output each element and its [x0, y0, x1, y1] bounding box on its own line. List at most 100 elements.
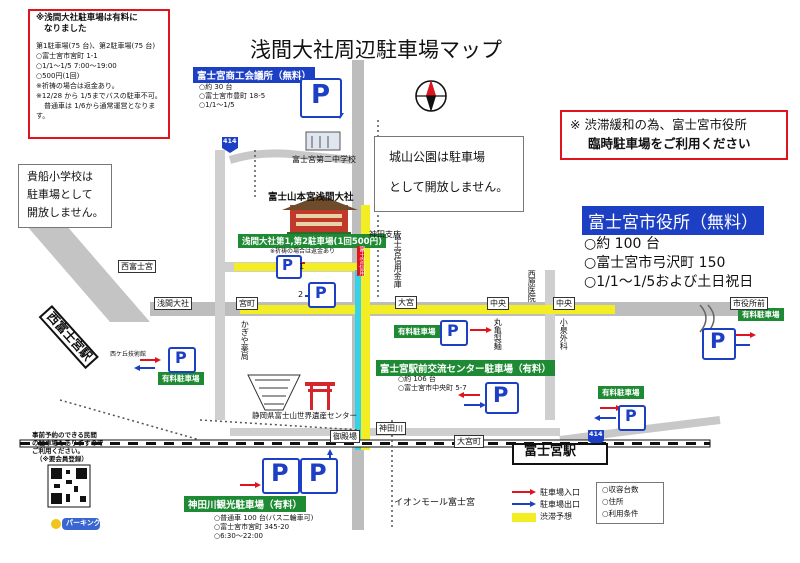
reservation-line: ご利用ください。 — [32, 447, 84, 455]
kifune-note-box: 貴船小学校は 駐車場として 開放しません。 — [18, 164, 112, 228]
parking-icon: P — [276, 255, 302, 279]
yaki-label: 小泉外科 — [559, 318, 569, 350]
station-center-line: ○約 106 台 — [398, 375, 436, 383]
taisha-lot-label: 浅間大社第1,第2駐車場(1回500円) — [238, 234, 386, 248]
shoko-line: ○約 30 台 — [199, 83, 233, 91]
kifune-line-1: 貴船小学校は — [27, 170, 93, 183]
reservation-line: の駐車場もありますので — [32, 439, 104, 447]
kandagawa-label: 神田川観光駐車場（有料） — [184, 496, 307, 512]
jam-horizontal — [240, 305, 615, 314]
east-road — [545, 270, 555, 420]
kandagawa-line: ○富士宮市宮町 345-20 — [214, 523, 290, 531]
legend-info-line: ○利用条件 — [602, 509, 639, 518]
pharmacy-label: かぎや薬局 — [240, 320, 250, 360]
taisha-notice-box: ※浅間大社駐車場は有料に なりました 第1駐車場(75 台)、第2駐車場(75 … — [28, 9, 170, 139]
intersection-tag: 西富士宮 — [118, 260, 156, 273]
notice-line: ○1/1～1/5 7:00～19:00 — [36, 62, 117, 70]
city-hall-line: ○約 100 台 — [584, 236, 660, 252]
castle-note-box: 城山公園は駐車場 として開放しません。 — [374, 136, 524, 212]
congestion-notice-box: ※ 渋滞緩和の為、富士宮市役所 臨時駐車場をご利用ください — [560, 110, 788, 160]
legend-entrance-icon — [512, 489, 536, 495]
castle-note-line-1: 城山公園は駐車場 — [389, 150, 486, 164]
route-shield-icon — [222, 137, 604, 446]
notice-line: ※祈祷の場合は返金あり。 — [36, 82, 119, 90]
heritage-label: 静岡県富士山世界遺産センター — [252, 411, 357, 420]
kifune-line-2: 駐車場として — [27, 188, 93, 201]
east-road-edge — [699, 304, 707, 333]
legend-info-line: ○収容台数 — [602, 485, 639, 494]
kandagawa-line: ○6:30～22:00 — [214, 532, 263, 540]
parking-icon: P — [440, 320, 468, 346]
kandagawa-line: ○普通車 100 台(バス二輪車可) — [214, 514, 314, 522]
kifune-line-3: 開放しません。 — [27, 206, 104, 219]
parking-icon: P — [308, 282, 336, 308]
legend-jam-icon — [512, 513, 536, 522]
qr-code-icon — [47, 464, 91, 508]
notice-heading-2: なりました — [44, 24, 87, 34]
parking-icon: P — [702, 328, 736, 360]
congestion-line-1: ※ 渋滞緩和の為、富士宮市役所 — [570, 117, 747, 132]
station-center-line: ○富士宮市中央町 5-7 — [398, 384, 467, 392]
station-label: 富士宮駅 — [524, 444, 577, 459]
shop-label: 丸亀製麺 — [493, 318, 503, 350]
reservation-brand[interactable]: パーキング — [66, 519, 101, 527]
city-hall-line: ○1/1～1/5および土日祝日 — [584, 274, 754, 290]
intersection-tag: 大宮町 — [454, 435, 484, 448]
notice-line: ○富士宮市宮町 1-1 — [36, 52, 98, 60]
hospital-label: 西原医院 — [527, 270, 537, 302]
heritage-center-icon — [247, 374, 301, 411]
paid-lot-label: 有料駐車場 — [598, 386, 644, 399]
reservation-line: （※要会員登録） — [36, 455, 88, 463]
lot-arrows-2 — [134, 357, 161, 371]
jam-vertical — [361, 205, 370, 450]
legend-jam-label: 渋滞予想 — [540, 512, 572, 521]
track-north — [199, 419, 361, 431]
paid-lot-label: 有料駐車場 — [394, 325, 440, 338]
bank-label: 富士宮信用金庫 — [393, 232, 403, 288]
notice-line: ○500円(1回) — [36, 72, 80, 80]
legend-info-line: ○住所 — [602, 497, 624, 506]
notice-line: ※12/28 から 1/5までバスの駐車不可。 — [36, 92, 162, 100]
intersection-tag: 中央 — [553, 297, 575, 310]
paid-lot-label: 有料駐車場 — [158, 372, 204, 385]
shrine-name: 富士山本宮浅間大社 — [268, 192, 354, 203]
intersection-tag: 宮町 — [236, 297, 258, 310]
shoko-line: ○富士宮市豊町 18-5 — [199, 92, 266, 100]
city-hall-line: ○富士宮市弓沢町 150 — [584, 255, 726, 271]
intersection-tag: 御殿場 — [330, 430, 360, 443]
city-hall-title: 富士宮市役所（無料） — [582, 206, 764, 235]
intersection-tag: 神田川 — [376, 422, 406, 435]
notice-heading-1: ※浅間大社駐車場は有料に — [36, 13, 138, 23]
parking-icon: P — [485, 382, 519, 414]
notice-line: 普通車は 1/6から通常運営となりま — [44, 102, 156, 110]
parking-icon: P — [168, 347, 196, 373]
parking-brand-logo-icon — [51, 518, 100, 530]
intersection-tag: 大宮 — [395, 296, 417, 309]
bank-branch-label: 神田支店 — [369, 230, 401, 239]
compass-icon — [415, 80, 447, 112]
parking-icon: P — [300, 78, 342, 118]
paid-lot-label: 有料駐車場 — [738, 308, 784, 321]
school-label: 富士宮第二中学校 — [292, 155, 356, 164]
reservation-line: 事前予約のできる民間 — [32, 431, 97, 439]
parking-icon: P — [618, 405, 646, 431]
station-box: 富士宮駅 — [512, 443, 608, 465]
torii-icon — [305, 382, 335, 410]
shoko-label: 富士宮商工会議所（無料） — [193, 67, 316, 83]
castle-note-line-2: として開放しません。 — [389, 180, 509, 194]
school-icon — [305, 131, 341, 151]
taisha-lot-sub: ※祈祷の場合は返金あり — [270, 248, 336, 255]
road-sign-label: 富士宮信用 — [357, 246, 365, 276]
notice-line: す。 — [36, 112, 50, 120]
lot-number-2: 2 — [298, 290, 304, 299]
route-414-road — [228, 149, 353, 164]
route-414-label: 414 — [223, 137, 237, 145]
track-west — [59, 399, 201, 441]
intersection-tag: 浅間大社 — [154, 297, 192, 310]
parking-icon: P — [262, 458, 300, 494]
lot-number-1: 1 — [299, 262, 305, 271]
west-road — [215, 150, 225, 420]
legend-exit-label: 駐車場出口 — [540, 500, 580, 509]
station-center-label: 富士宮駅前交流センター駐車場（有料） — [376, 360, 556, 376]
intersection-tag: 市役所前 — [730, 297, 768, 310]
